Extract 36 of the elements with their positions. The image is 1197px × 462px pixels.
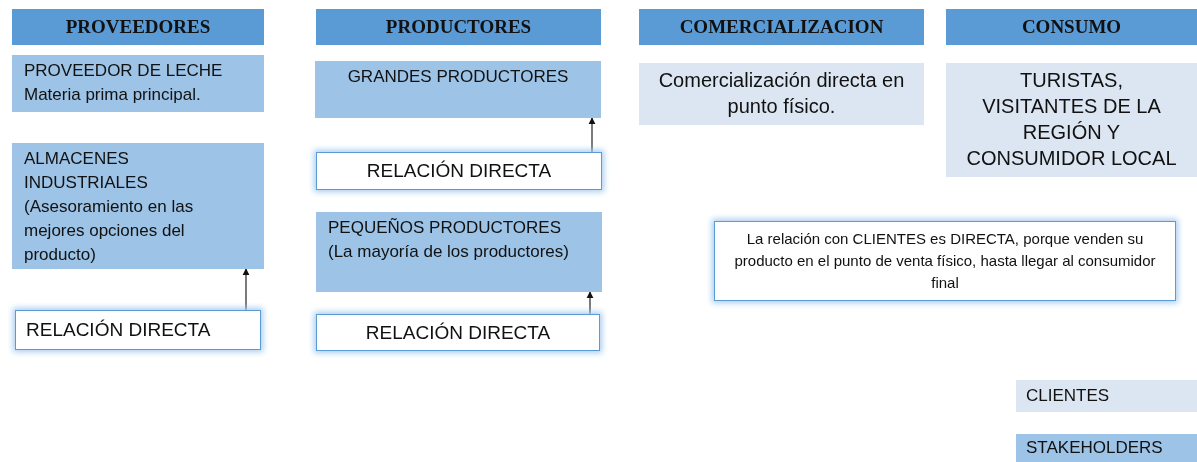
- box-text: PROVEEDOR DE LECHE: [24, 60, 224, 82]
- client-box: [946, 63, 1197, 177]
- box-subtext: (Asesoramiento en las mejores opciones del producto): [24, 196, 195, 266]
- column-header: [639, 9, 924, 45]
- note-box: [714, 221, 1176, 301]
- legend-swatch: STAKEHOLDERS: [1016, 434, 1197, 462]
- box-text: TURISTAS, VISITANTES DE LA REGIÓN Y CONSUMIDOR LOCAL: [965, 68, 1178, 171]
- arrow: [242, 268, 250, 311]
- column-title: PROVEEDORES: [65, 16, 211, 38]
- column-title: PRODUCTORES: [385, 16, 532, 38]
- legend-swatch: CLIENTES: [1016, 380, 1197, 412]
- relation-box: [316, 152, 602, 190]
- column-header: [316, 9, 601, 45]
- box-text: Comercialización directa en punto físico.: [657, 68, 906, 119]
- box-subtext: Materia prima principal.: [24, 84, 202, 106]
- column-title: COMERCIALIZACION: [679, 16, 884, 38]
- box-text: RELACIÓN DIRECTA: [366, 160, 552, 182]
- stakeholder-box: [12, 55, 264, 112]
- box-text: GRANDES PRODUCTORES: [346, 66, 570, 88]
- relation-box: [316, 314, 600, 351]
- box-text: RELACIÓN DIRECTA: [26, 319, 211, 341]
- client-box: [639, 63, 924, 125]
- box-text: ALMACENES INDUSTRIALES: [24, 148, 149, 194]
- stakeholder-box: [316, 212, 602, 292]
- relation-box: [15, 310, 261, 350]
- arrow: [586, 291, 594, 315]
- box-text: PEQUEÑOS PRODUCTORES: [328, 217, 562, 239]
- column-header: [946, 9, 1197, 45]
- stakeholder-box: [12, 143, 264, 269]
- box-text: RELACIÓN DIRECTA: [365, 321, 551, 344]
- box-subtext: (La mayoría de los productores): [328, 241, 570, 263]
- column-header: [12, 9, 264, 45]
- stakeholder-box: [315, 61, 601, 118]
- arrow: [588, 117, 596, 153]
- column-title: CONSUMO: [1021, 16, 1122, 38]
- box-text: La relación con CLIENTES es DIRECTA, porque venden su producto en el punto de venta físico, hasta llegar al consumidor final: [733, 229, 1157, 293]
